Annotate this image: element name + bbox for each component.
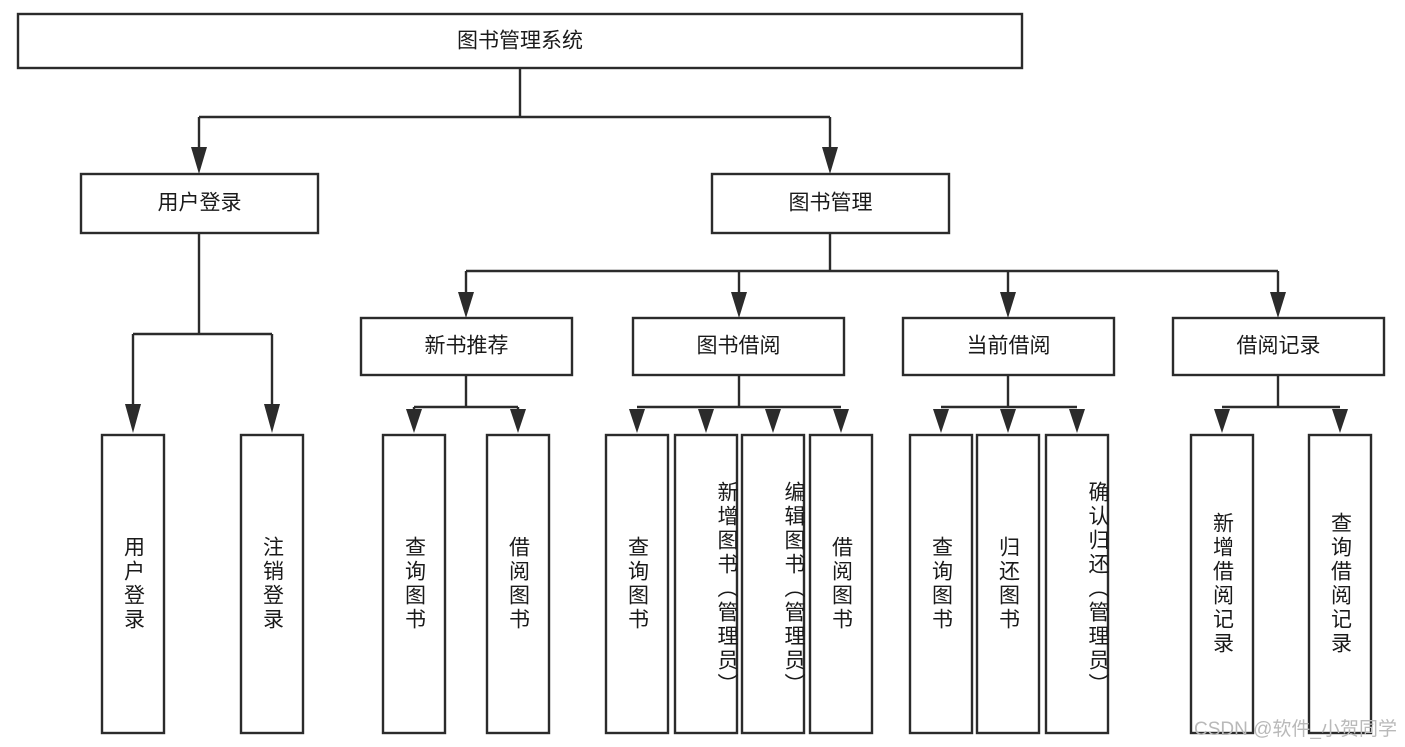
node-root-label: 图书管理系统 [457,30,583,53]
node-new-book-recommend-label: 新书推荐 [425,335,509,358]
leaf-query-book-2-label: 查询图书 [625,536,649,632]
node-root-box[interactable] [16,12,1024,70]
arrowhead-leaf-edit-book [765,409,781,433]
leaf-add-book-label: 新增图书（管理员） [715,481,738,697]
arrowhead-leaf-user-login [125,404,141,433]
leaf-logout-login-label: 注销登录 [260,536,284,632]
arrowhead-leaf-logout-login [264,404,280,433]
arrowhead-leaf-add-book [698,409,714,433]
arrowhead-leaf-query-book-3 [933,409,949,433]
leaf-add-record-label: 新增借阅记录 [1210,512,1234,656]
leaf-add-book-box[interactable] [673,433,739,735]
leaf-query-book-2-box[interactable] [604,433,670,735]
leaf-query-book-1-label: 查询图书 [402,536,426,632]
leaf-query-book-3-label: 查询图书 [929,536,953,632]
node-layer: 图书管理系统 用户登录 图书管理 新书推荐 图书借阅 当前借阅 借阅记录 [16,12,1386,735]
arrowhead-new-book-recommend [458,292,474,318]
arrowhead-leaf-borrow-book-2 [833,409,849,433]
leaf-borrow-book-1-box[interactable] [485,433,551,735]
leaf-query-record-box[interactable] [1307,433,1373,735]
node-book-borrow-box[interactable] [631,316,846,377]
leaf-return-book-label: 归还图书 [996,536,1020,632]
arrowhead-leaf-add-record [1214,409,1230,433]
arrowhead-current-borrow [1000,292,1016,318]
node-book-borrow-label: 图书借阅 [697,335,781,358]
arrowhead-leaf-query-record [1332,409,1348,433]
leaf-borrow-book-2-label: 借阅图书 [829,536,853,632]
node-book-management-box[interactable] [710,172,951,235]
connector-layer [125,68,1348,433]
node-current-borrow-label: 当前借阅 [967,335,1051,358]
node-new-book-recommend-box[interactable] [359,316,574,377]
leaf-borrow-book-1-label: 借阅图书 [506,536,530,632]
arrowhead-leaf-confirm-return [1069,409,1085,433]
node-book-management-label: 图书管理 [789,192,873,215]
arrowhead-leaf-query-book-2 [629,409,645,433]
leaf-add-record-box[interactable] [1189,433,1255,735]
watermark-text: CSDN @软件_小贺同学 [1194,719,1397,740]
arrowhead-user-login [191,147,207,174]
arrowhead-book-management [822,147,838,174]
leaf-borrow-book-2-box[interactable] [808,433,874,735]
node-user-login-label: 用户登录 [158,192,242,215]
leaf-confirm-return-box[interactable] [1044,433,1110,735]
leaf-query-book-1-box[interactable] [381,433,447,735]
node-user-login-box[interactable] [79,172,320,235]
node-current-borrow-box[interactable] [901,316,1116,377]
leaf-query-record-label: 查询借阅记录 [1328,512,1352,656]
leaf-confirm-return-label: 确认归还（管理员） [1086,481,1109,697]
leaf-edit-book-box[interactable] [740,433,806,735]
node-borrow-record-box[interactable] [1171,316,1386,377]
leaf-user-login-box[interactable] [100,433,166,735]
arrowhead-leaf-borrow-book-1 [510,409,526,433]
leaf-return-book-box[interactable] [975,433,1041,735]
arrowhead-borrow-record [1270,292,1286,318]
arrowhead-book-borrow [731,292,747,318]
leaf-logout-login-box[interactable] [239,433,305,735]
leaf-edit-book-label: 编辑图书（管理员） [782,481,805,697]
arrowhead-leaf-query-book-1 [406,409,422,433]
leaf-user-login-label: 用户登录 [121,536,145,632]
node-borrow-record-label: 借阅记录 [1237,335,1321,358]
leaf-query-book-3-box[interactable] [908,433,974,735]
arrowhead-leaf-return-book [1000,409,1016,433]
